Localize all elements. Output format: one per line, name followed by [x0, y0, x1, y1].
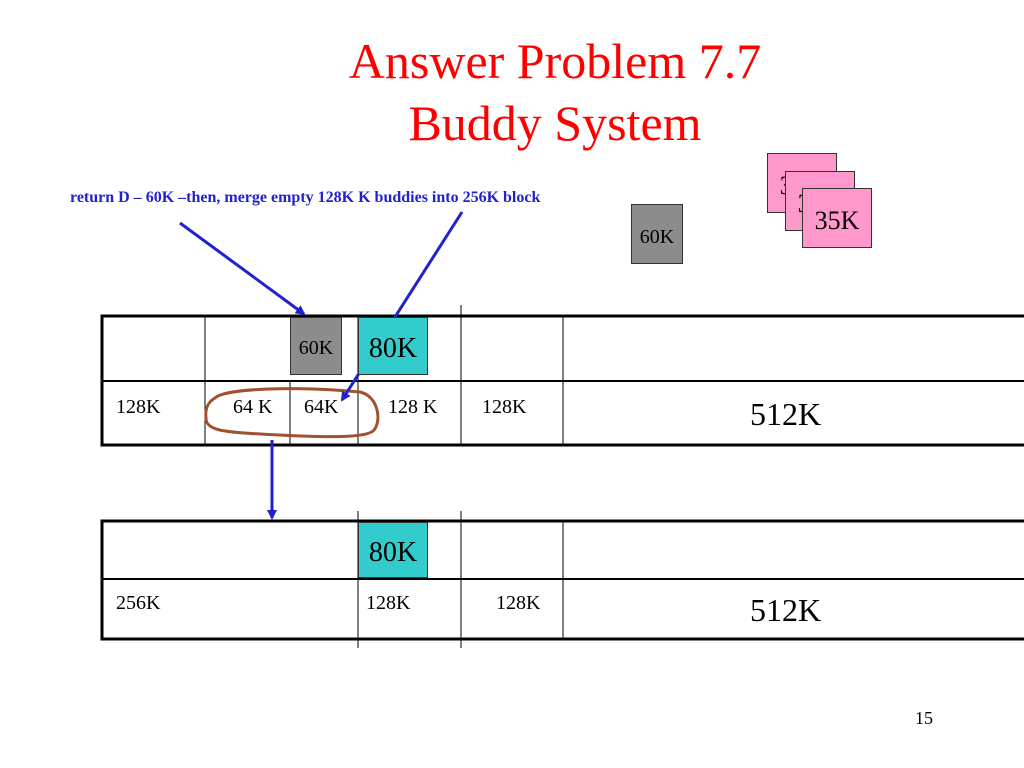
- freed-60k-block: 60K: [631, 204, 683, 264]
- merge-outline: [204, 387, 380, 439]
- after-size-1: 256K: [116, 592, 161, 614]
- before-table-frame: [100, 305, 1024, 447]
- annotation-text: return D – 60K –then, merge empty 128K K…: [70, 189, 541, 206]
- before-size-1: 128K: [116, 396, 161, 418]
- title-line-2: Buddy System: [408, 95, 702, 151]
- page-number: 15: [915, 708, 933, 728]
- after-table-frame: [100, 511, 1024, 648]
- before-size-3: 64K: [304, 396, 339, 418]
- title-line-1: Answer Problem 7.7: [348, 33, 762, 89]
- before-size-5: 128K: [482, 396, 527, 418]
- slide-title: Answer Problem 7.7 Buddy System: [0, 30, 1024, 154]
- before-60k-block: 60K: [290, 317, 342, 375]
- after-80k-block: 80K: [358, 522, 428, 578]
- before-80k-block: 80K: [358, 317, 428, 375]
- arrow-to-60k: [179, 221, 306, 316]
- after-size-2: 128K: [366, 592, 411, 614]
- before-size-4: 128 K: [388, 396, 438, 418]
- after-size-512k: 512K: [750, 592, 822, 628]
- after-size-3: 128K: [496, 592, 541, 614]
- stack-block-3: 35K: [802, 188, 872, 248]
- before-size-512k: 512K: [750, 396, 822, 432]
- before-size-2: 64 K: [233, 396, 273, 418]
